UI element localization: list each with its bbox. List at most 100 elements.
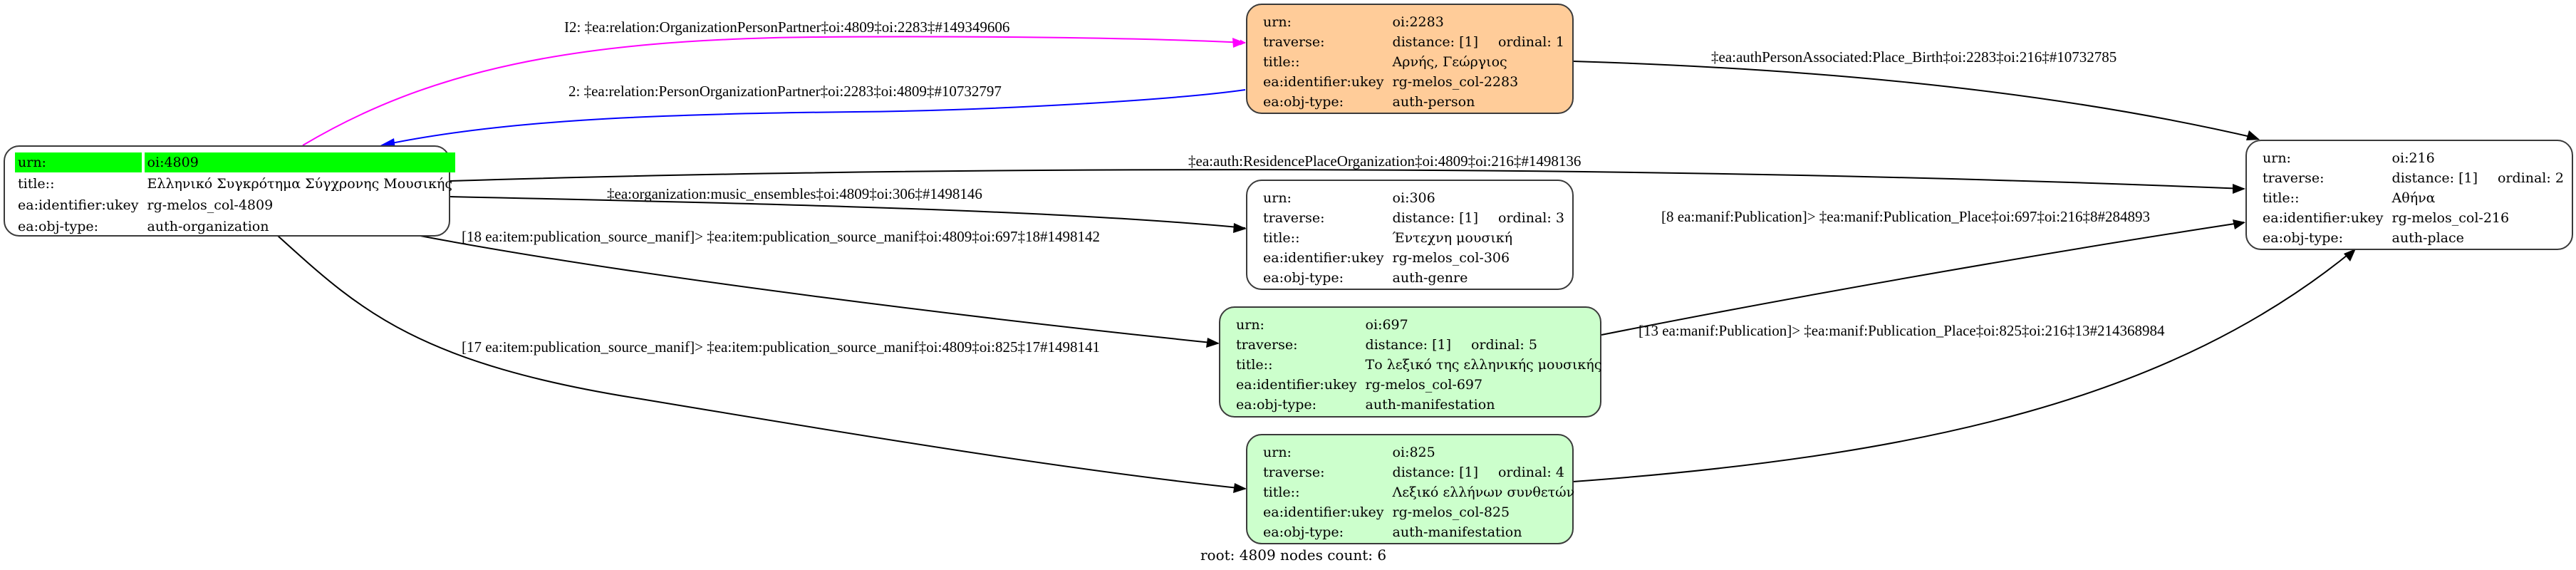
- field-value: Αθήνα: [2391, 190, 2436, 206]
- node-row-traverse: traverse: distance: [1] ordinal: 4: [1260, 462, 1577, 482]
- ordinal-value: ordinal: 4: [1497, 465, 1564, 480]
- field-value: rg-melos_col-2283: [1392, 74, 1519, 90]
- field-value: distance: [1] ordinal: 4: [1390, 462, 1578, 482]
- node-oi-4809[interactable]: urn: oi:4809 title:: Ελληνικό Συγκρότημα…: [4, 145, 456, 237]
- field-value: oi:306: [1392, 190, 1435, 206]
- node-oi-4809-table: urn: oi:4809 title:: Ελληνικό Συγκρότημα…: [12, 151, 458, 238]
- arrowhead-e9: [2344, 249, 2356, 261]
- edge-e7-line: [277, 235, 1246, 489]
- field-value: auth-person: [1392, 94, 1475, 110]
- node-row-title: title::Το λεξικό της ελληνικής μουσικής: [1233, 355, 1604, 375]
- field-value: auth-manifestation: [1392, 524, 1522, 540]
- distance-value: distance: [1]: [1365, 337, 1451, 353]
- field-value: auth-manifestation: [1365, 397, 1495, 413]
- node-row-urn: urn: oi:4809: [15, 152, 456, 172]
- node-row-title: title::Έντεχνη μουσική: [1260, 228, 1567, 248]
- field-key: ea:identifier:ukey: [1263, 504, 1384, 520]
- arrowhead-e8: [2233, 219, 2245, 229]
- distance-value: distance: [1]: [2391, 170, 2478, 186]
- field-key: urn:: [15, 152, 142, 172]
- ordinal-value: ordinal: 5: [1470, 337, 1537, 353]
- field-value: auth-organization: [147, 219, 269, 234]
- field-key: ea:obj-type:: [1263, 524, 1344, 540]
- node-oi-216[interactable]: urn:oi:216 traverse:distance: [1]ordinal…: [2245, 140, 2573, 250]
- node-oi-2283[interactable]: urn:oi:2283 traverse: distance: [1] ordina…: [1246, 4, 1574, 114]
- field-key: title::: [1263, 230, 1300, 246]
- field-value: rg-melos_col-697: [1365, 377, 1483, 393]
- field-key: ea:obj-type:: [1236, 397, 1317, 413]
- ordinal-value: ordinal: 1: [1497, 34, 1564, 50]
- edge-label-e2: 2: ‡ea:relation:PersonOrganizationPartne…: [568, 83, 1002, 100]
- node-row-type: ea:obj-type: auth-organization: [15, 217, 455, 237]
- edge-e9-line: [1572, 249, 2355, 482]
- field-key: traverse:: [1263, 34, 1325, 50]
- node-oi-825[interactable]: urn:oi:825 traverse: distance: [1] ordinal…: [1246, 434, 1574, 544]
- node-row-title: title::Αρνής, Γεώργιος: [1260, 52, 1567, 72]
- edge-label-e8: [8 ea:manif:Publication]> ‡ea:manif:Publ…: [1661, 208, 2151, 225]
- node-row-urn: urn:oi:825: [1260, 442, 1577, 462]
- arrowhead-e6: [1206, 338, 1220, 348]
- node-row-title: title:: Ελληνικό Συγκρότημα Σύγχρονης Μο…: [15, 174, 455, 194]
- node-row-ukey: ea:identifier:ukey rg-melos_col-2283: [1260, 72, 1567, 92]
- field-value: rg-melos_col-4809: [147, 197, 274, 213]
- edge-label-e6: [18 ea:item:publication_source_manif]> ‡…: [462, 228, 1100, 245]
- field-key: title::: [1263, 484, 1300, 500]
- node-row-ukey: ea:identifier:ukey rg-melos_col-4809: [15, 195, 455, 215]
- node-row-urn: urn:oi:216: [2260, 148, 2567, 168]
- field-key: traverse:: [1236, 337, 1298, 353]
- edge-label-e9: [13 ea:manif:Publication]> ‡ea:manif:Pub…: [1638, 322, 2165, 339]
- node-row-title: title::Λεξικό ελλήνων συνθετών: [1260, 482, 1577, 502]
- arrowhead-e5: [1233, 223, 1247, 233]
- field-key: ea:identifier:ukey: [2263, 210, 2384, 226]
- field-value: oi:4809: [144, 152, 456, 172]
- field-value: distance: [1]ordinal: 3: [1390, 208, 1567, 228]
- node-oi-306-table: urn:oi:306 traverse:distance: [1]ordinal…: [1257, 188, 1570, 288]
- field-value: oi:697: [1365, 317, 1408, 333]
- edge-label-e7: [17 ea:item:publication_source_manif]> ‡…: [462, 338, 1100, 356]
- edge-label-e3: ‡ea:authPersonAssociated:Place_Birth‡oi:…: [1711, 48, 2117, 66]
- field-value: distance: [1] ordinal: 1: [1390, 32, 1567, 52]
- graph-footer: root: 4809 nodes count: 6: [1200, 546, 1387, 564]
- field-value: distance: [1]ordinal: 2: [2389, 168, 2567, 188]
- field-key: ea:identifier:ukey: [18, 197, 139, 213]
- field-key: traverse:: [1263, 210, 1325, 226]
- field-key: traverse:: [1263, 465, 1325, 480]
- field-value: Ελληνικό Συγκρότημα Σύγχρονης Μουσικής: [147, 176, 453, 192]
- field-key: urn:: [2263, 150, 2291, 166]
- field-key: ea:identifier:ukey: [1263, 74, 1384, 90]
- field-value: oi:825: [1392, 445, 1435, 460]
- field-key: ea:obj-type:: [2263, 230, 2344, 246]
- node-oi-2283-table: urn:oi:2283 traverse: distance: [1] ordina…: [1257, 12, 1570, 112]
- distance-value: distance: [1]: [1392, 34, 1478, 50]
- field-value: rg-melos_col-306: [1392, 250, 1510, 266]
- field-value: Λεξικό ελλήνων συνθετών: [1392, 484, 1575, 500]
- field-key: title::: [1236, 357, 1273, 373]
- node-row-type: ea:obj-type: auth-manifestation: [1260, 522, 1577, 542]
- field-value: distance: [1] ordinal: 5: [1363, 335, 1605, 355]
- node-oi-697[interactable]: urn:oi:697 traverse: distance: [1] ordinal…: [1219, 306, 1601, 418]
- field-key: ea:identifier:ukey: [1263, 250, 1384, 266]
- edge-label-e1: I2: ‡ea:relation:OrganizationPersonPartn…: [564, 19, 1010, 36]
- node-row-traverse: traverse: distance: [1]ordinal: 3: [1260, 208, 1567, 228]
- field-key: ea:identifier:ukey: [1236, 377, 1357, 393]
- node-oi-697-table: urn:oi:697 traverse: distance: [1] ordinal…: [1230, 315, 1607, 415]
- node-oi-216-table: urn:oi:216 traverse:distance: [1]ordinal…: [2257, 148, 2570, 248]
- node-oi-306[interactable]: urn:oi:306 traverse:distance: [1]ordinal…: [1246, 180, 1574, 290]
- node-row-urn: urn:oi:697: [1233, 315, 1604, 335]
- distance-value: distance: [1]: [1392, 465, 1478, 480]
- field-key: urn:: [1263, 14, 1292, 30]
- edge-e6-line: [420, 235, 1219, 344]
- edge-e1-line: [302, 36, 1246, 146]
- field-value: Έντεχνη μουσική: [1392, 230, 1513, 246]
- node-row-urn: urn:oi:2283: [1260, 12, 1567, 32]
- edge-label-e4: ‡ea:auth:ResidencePlaceOrganization‡oi:4…: [1188, 152, 1582, 170]
- node-row-type: ea:obj-type:auth-genre: [1260, 268, 1567, 288]
- field-value: auth-genre: [1392, 270, 1468, 286]
- node-row-ukey: ea:identifier:ukey rg-melos_col-697: [1233, 375, 1604, 395]
- edge-e3-line: [1572, 61, 2258, 139]
- ordinal-value: ordinal: 3: [1497, 210, 1564, 226]
- node-row-title: title::Αθήνα: [2260, 188, 2567, 208]
- node-row-traverse: traverse: distance: [1] ordinal: 5: [1233, 335, 1604, 355]
- edge-label-e5: ‡ea:organization:music_ensembles‡oi:4809…: [607, 185, 982, 202]
